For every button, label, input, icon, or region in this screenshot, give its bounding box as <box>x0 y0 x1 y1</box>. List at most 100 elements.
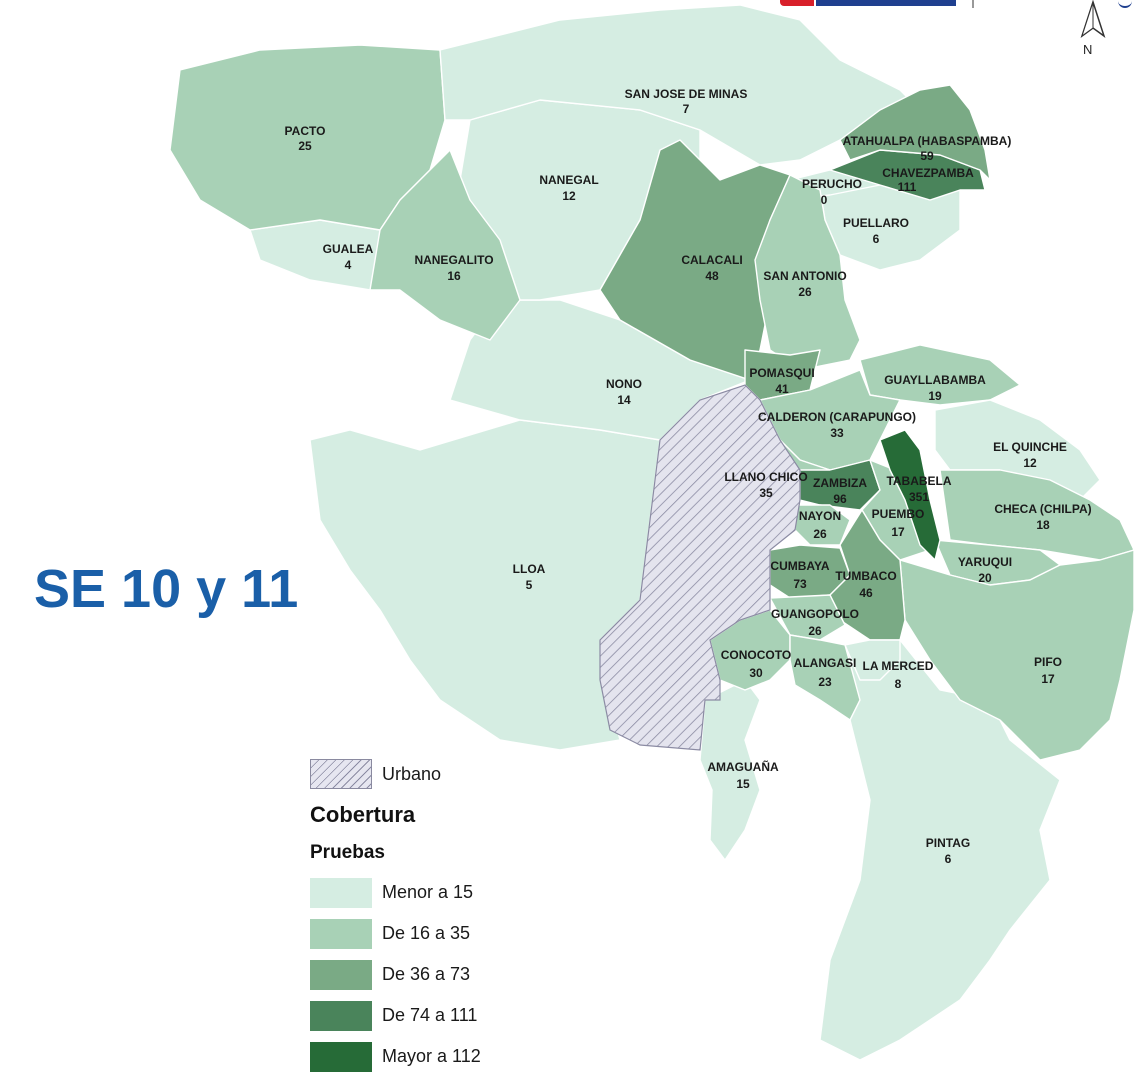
label-value: 8 <box>895 677 902 691</box>
label-name: AMAGUAÑA <box>707 759 779 774</box>
legend-class-swatch <box>310 918 372 949</box>
label-name: CALACALI <box>681 253 742 267</box>
region-pifo <box>899 549 1134 761</box>
legend-class-row: Mayor a 112 <box>310 1036 570 1077</box>
label-value: 41 <box>775 382 789 396</box>
label-name: ZAMBIZA <box>813 476 867 490</box>
label-name: GUANGOPOLO <box>771 607 859 621</box>
label-value: 33 <box>830 426 844 440</box>
region-amaguana <box>699 679 761 861</box>
label-name: NAYON <box>799 509 841 523</box>
label-value: 17 <box>1041 672 1055 686</box>
legend-class-label: De 74 a 111 <box>382 1005 478 1025</box>
label-value: 18 <box>1036 518 1050 532</box>
label-name: CUMBAYA <box>770 559 829 573</box>
label-name: GUALEA <box>323 242 374 256</box>
label-name: PUELLARO <box>843 216 909 230</box>
legend-class-label: De 16 a 35 <box>382 923 471 943</box>
label-value: 12 <box>562 189 576 203</box>
label-name: ALANGASI <box>794 656 857 670</box>
label-value: 26 <box>808 624 822 638</box>
label-name: GUAYLLABAMBA <box>884 373 986 387</box>
label-value: 5 <box>526 578 533 592</box>
label-value: 6 <box>873 232 880 246</box>
label-name: NANEGAL <box>539 173 598 187</box>
label-name: YARUQUI <box>958 555 1012 569</box>
label-name: CALDERON (CARAPUNGO) <box>758 410 916 424</box>
label-value: 19 <box>928 389 942 403</box>
legend-class-row: De 74 a 111 <box>310 995 570 1036</box>
region-la-merced <box>844 639 901 681</box>
region-tababela <box>879 429 941 561</box>
label-value: 4 <box>345 258 352 272</box>
region-guangopolo <box>769 594 846 641</box>
logo-separator <box>972 0 974 8</box>
map-legend: Urbano Cobertura Pruebas Menor a 15 De 1… <box>310 756 570 1077</box>
legend-class-swatch <box>310 959 372 990</box>
label-name: CHAVEZPAMBA <box>882 166 974 180</box>
label-name: SAN ANTONIO <box>763 269 846 283</box>
label-name: NANEGALITO <box>414 253 493 267</box>
label-value: 14 <box>617 393 631 407</box>
label-name: PINTAG <box>926 836 970 850</box>
label-value: 26 <box>798 285 812 299</box>
logo-arc <box>1118 0 1132 8</box>
label-value: 25 <box>298 139 312 153</box>
legend-class-label: Menor a 15 <box>382 882 474 902</box>
legend-urbano-row: Urbano <box>310 756 570 792</box>
label-value: 26 <box>813 527 827 541</box>
urban-area <box>599 384 801 751</box>
label-value: 59 <box>920 149 934 163</box>
label-value: 351 <box>909 490 929 504</box>
label-name: EL QUINCHE <box>993 440 1067 454</box>
label-value: 30 <box>749 666 763 680</box>
label-value: 23 <box>818 675 832 689</box>
legend-class-swatch <box>310 1041 372 1072</box>
label-value: 20 <box>978 571 992 585</box>
page-title: SE 10 y 11 <box>34 559 299 619</box>
label-name: PACTO <box>285 124 326 138</box>
legend-class-row: Menor a 15 <box>310 872 570 913</box>
label-name: LLOA <box>513 562 546 576</box>
label-value: 6 <box>945 852 952 866</box>
label-name: NONO <box>606 377 642 391</box>
label-name: PIFO <box>1034 655 1062 669</box>
label-name: LA MERCED <box>863 659 934 673</box>
label-name: TABABELA <box>886 474 951 488</box>
legend-subheading: Pruebas <box>310 842 385 863</box>
label-value: 48 <box>705 269 719 283</box>
label-name: POMASQUI <box>749 366 814 380</box>
label-value: 17 <box>891 525 905 539</box>
label-value: 46 <box>859 586 873 600</box>
north-arrow-icon <box>1080 0 1106 38</box>
label-name: CONOCOTO <box>721 648 791 662</box>
logo-red-bar <box>780 0 814 6</box>
label-value: 7 <box>683 102 690 116</box>
label-name: PUEMBO <box>872 507 925 521</box>
label-value: 96 <box>833 492 847 506</box>
label-name: CHECA (CHILPA) <box>994 502 1091 516</box>
label-value: 15 <box>736 777 750 791</box>
label-name: LLANO CHICO <box>724 470 807 484</box>
label-value: 35 <box>759 486 773 500</box>
legend-class-label: Mayor a 112 <box>382 1046 481 1066</box>
label-name: ATAHUALPA (HABASPAMBA) <box>843 134 1012 148</box>
region-san-antonio <box>754 174 861 371</box>
north-label: N <box>1083 42 1093 57</box>
legend-class-swatch <box>310 1000 372 1031</box>
label-value: 111 <box>898 180 917 194</box>
region-atahualpa <box>839 84 991 181</box>
label-value: 73 <box>793 577 807 591</box>
legend-class-swatch <box>310 877 372 908</box>
legend-class-row: De 36 a 73 <box>310 954 570 995</box>
label-name: SAN JOSE DE MINAS <box>625 87 748 101</box>
legend-urbano-label: Urbano <box>382 763 442 784</box>
region-nanegalito <box>369 149 521 341</box>
label-value: 0 <box>821 193 828 207</box>
legend-urbano-swatch <box>310 759 372 789</box>
logo-blue-bar <box>816 0 956 6</box>
legend-class-row: De 16 a 35 <box>310 913 570 954</box>
label-name: PERUCHO <box>802 177 862 191</box>
